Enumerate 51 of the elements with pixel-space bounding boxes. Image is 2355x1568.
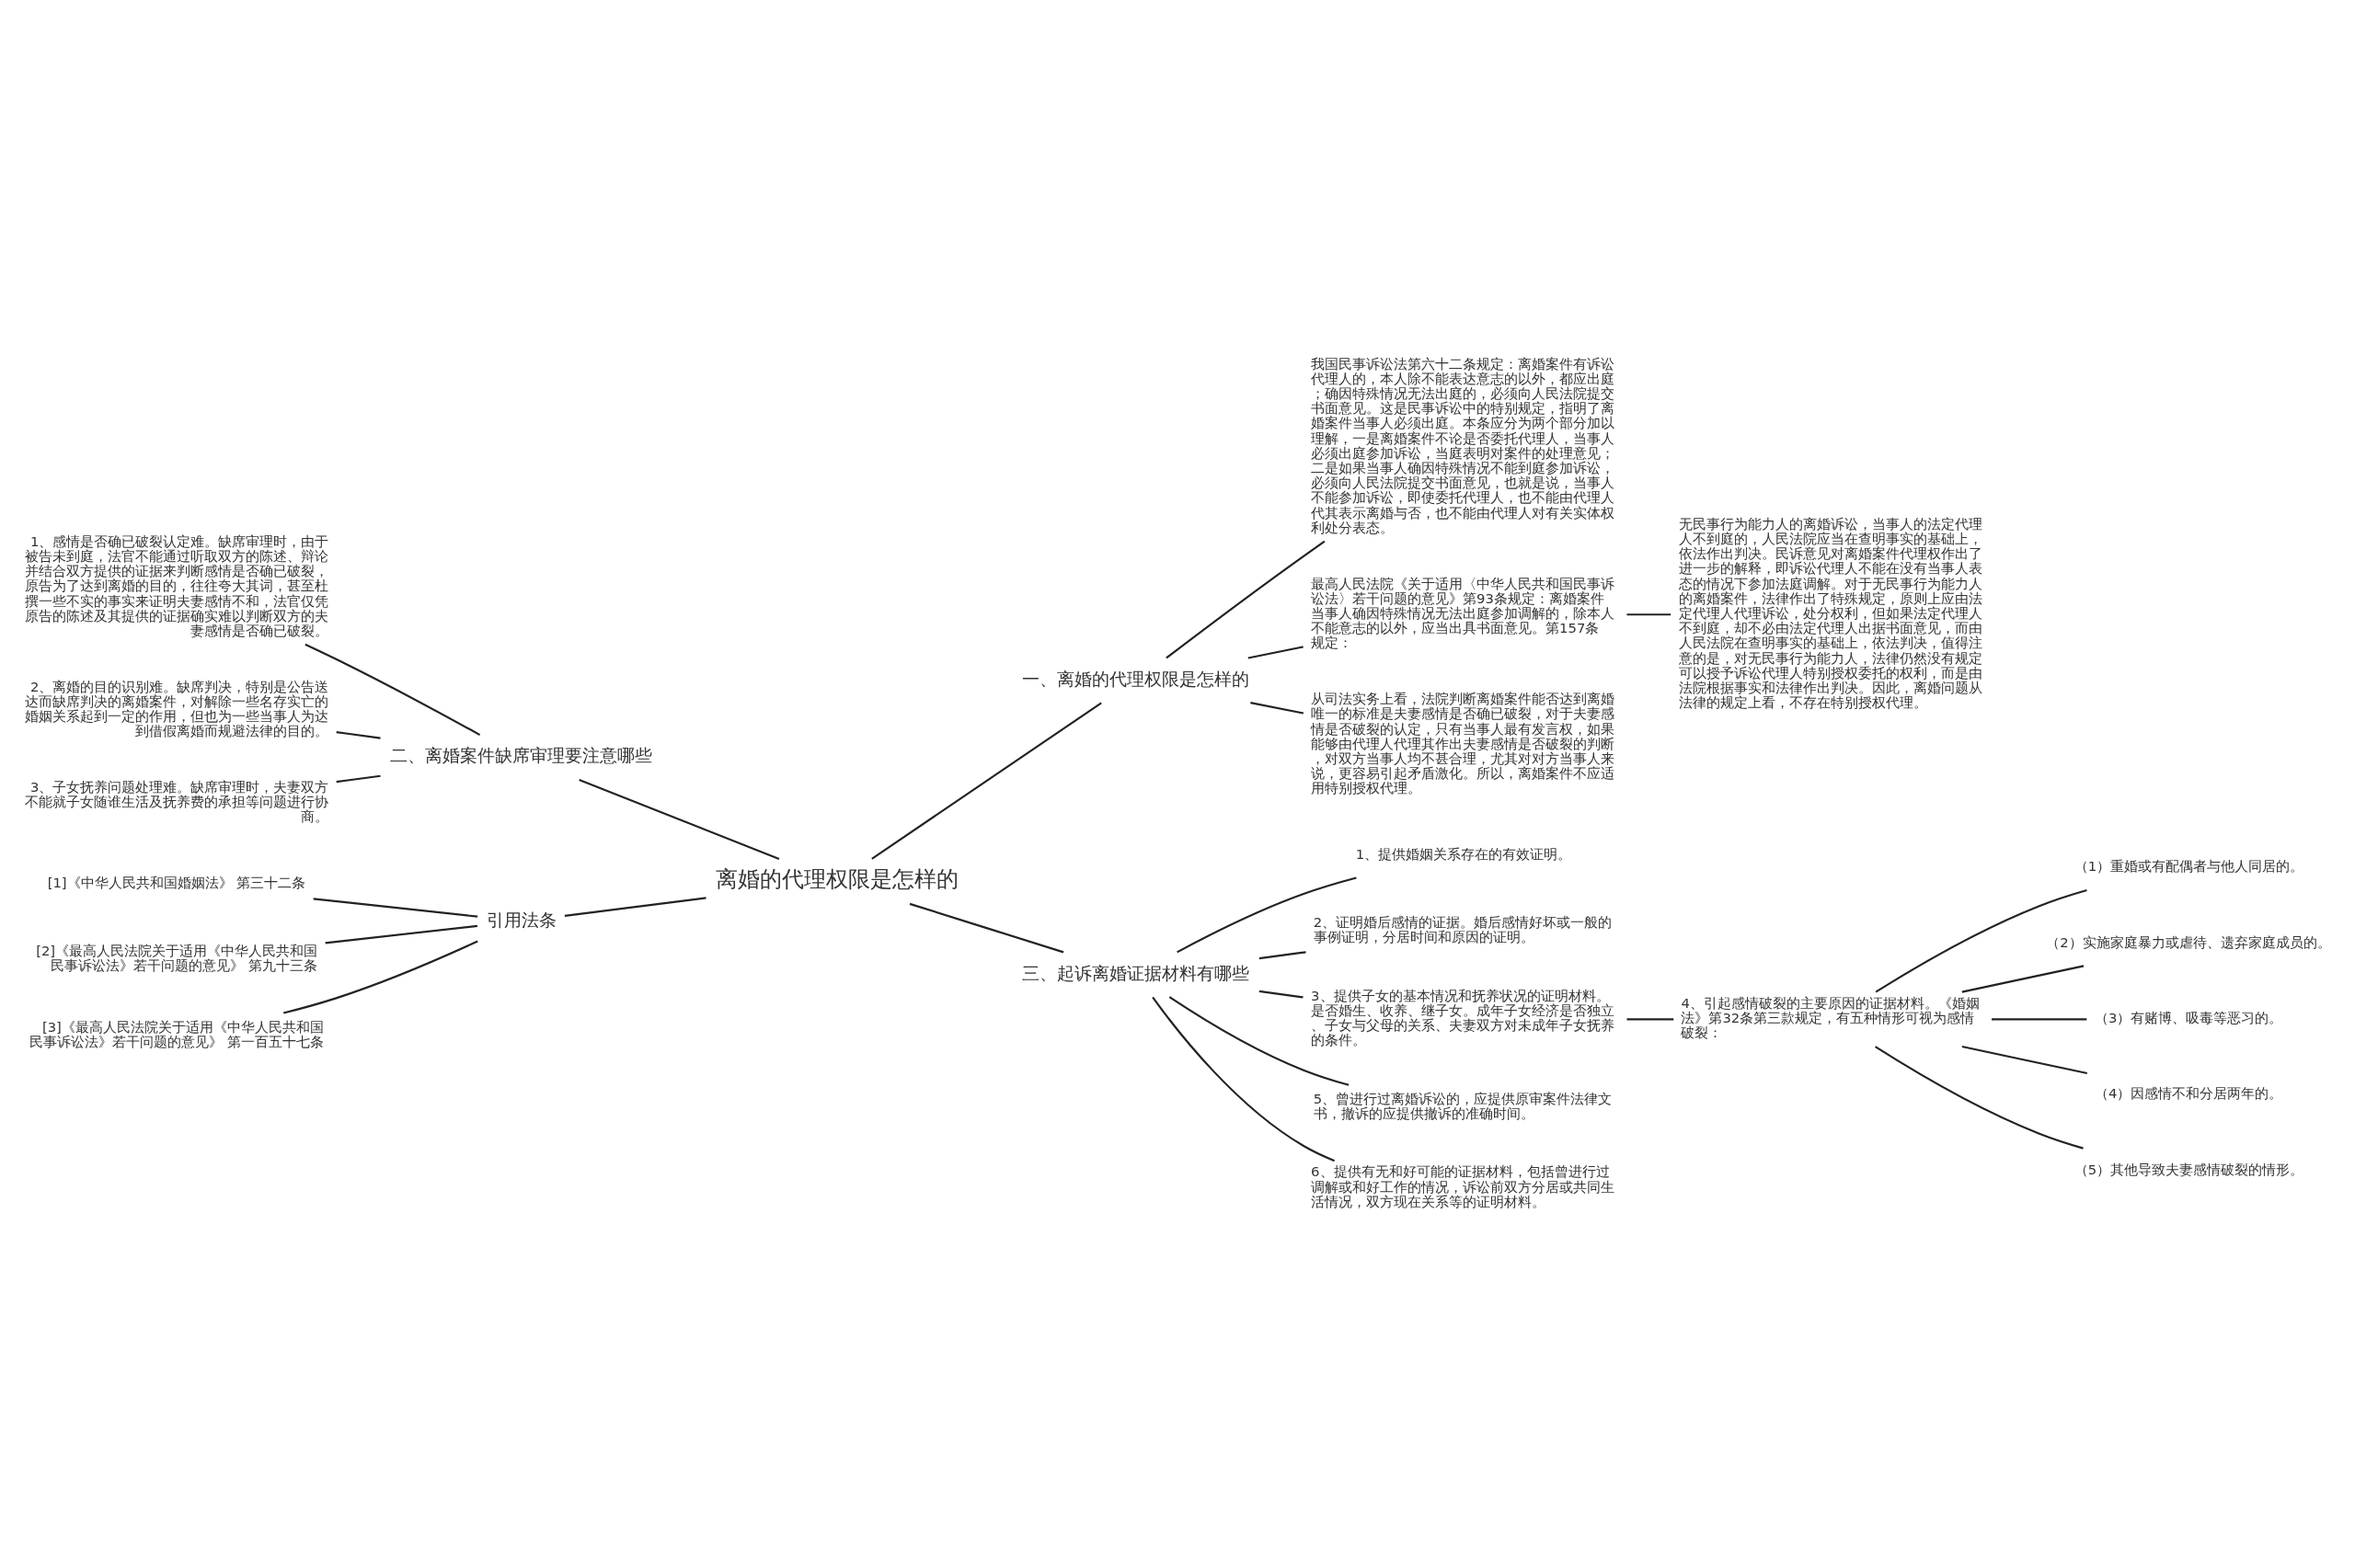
connector bbox=[579, 778, 780, 860]
node-text: （5）其他导致夫妻感情破裂的情形。 bbox=[2074, 1161, 2304, 1177]
connector bbox=[1961, 965, 2085, 993]
connector bbox=[336, 774, 381, 784]
node-text: 三、起诉离婚证据材料有哪些 bbox=[1022, 962, 1250, 983]
node-text: 2、证明婚后感情的证据。婚后感情好坏或一般的事例证明，分居时间和原因的证明。 bbox=[1313, 914, 1613, 945]
connector bbox=[1152, 996, 1335, 1162]
connector bbox=[1250, 702, 1304, 715]
node-text: 1、提供婚姻关系存在的有效证明。 bbox=[1355, 845, 1572, 862]
connector bbox=[1258, 990, 1304, 999]
connector bbox=[909, 902, 1064, 954]
node-text: 无民事行为能力人的离婚诉讼，当事人的法定代理人不到庭的，人民法院应当在查明事实的基础上，依法作出判决。民诉意见对离婚案件代理权作出了进一步的解释，即诉讼代理人不能在没有当事人表态的情况下参加法庭调解。对于无民事行为能力人的离婚案件，法律作出了特殊规定，原则上应由法定代理人代理诉讼，处分权利，但如果法定代理人不到庭，却不必由法定代理人出据书面意见，而由人民法院在查明事实的基础上，依法判决，值得注意的是，对无民事行为能力人，法律仍然没有规定可以授予诉讼代理人特别授权委托的权利，而是由法院根据事实和法律作出判决。因此，离婚问题从法律的规定上看，不存在特别授权代理。 bbox=[1678, 515, 1982, 711]
node-text: （4）因感情不和分居两年的。 bbox=[2094, 1085, 2283, 1102]
connector bbox=[1247, 646, 1304, 659]
node-text: [1]《中华人民共和国婚姻法》 第三十二条 bbox=[47, 874, 306, 890]
connector bbox=[564, 897, 706, 917]
node-text: 二、离婚案件缺席审理要注意哪些 bbox=[390, 745, 653, 766]
connector bbox=[871, 702, 1102, 860]
connector bbox=[313, 898, 478, 918]
connector bbox=[325, 924, 478, 944]
connector bbox=[1875, 888, 2087, 993]
node-text: （2）实施家庭暴力或虐待、遗弃家庭成员的。 bbox=[2046, 933, 2331, 950]
connector bbox=[1166, 540, 1326, 659]
node-text: 一、离婚的代理权限是怎样的 bbox=[1022, 668, 1250, 689]
node-text: 最高人民法院《关于适用〈中华人民共和国民事诉讼法〉若干问题的意见》第93条规定：离婚案件当事人确因特殊情况无法出庭参加调解的，除本人不能意志的以外，应当出具书面意见。第157条规定： bbox=[1311, 575, 1615, 651]
node-text: 1、感情是否确已破裂认定难。缺席审理时，由于被告未到庭，法官不能通过听取双方的陈述、辩论并结合双方提供的证据来判断感情是否确已破裂，原告为了达到离婚的目的，往往夸大其词，甚至杜撰一些不实的事实来证明夫妻感情不和，法官仅凭原告的陈述及其提供的证据确实难以判断双方的夫妻感情是否确已破裂。 bbox=[25, 532, 329, 638]
node-text: [2]《最高人民法院关于适用《中华人民共和国民事诉讼法》若干问题的意见》 第九十三条 bbox=[36, 943, 318, 974]
connector bbox=[1626, 1018, 1674, 1021]
connector bbox=[1177, 876, 1357, 954]
connector bbox=[304, 643, 481, 737]
node-text: [3]《最高人民法院关于适用《中华人民共和国民事诉讼法》若干问题的意见》 第一百五十七条 bbox=[29, 1018, 324, 1049]
connector bbox=[1992, 1018, 2087, 1021]
connector bbox=[1258, 951, 1306, 960]
connector bbox=[282, 940, 478, 1014]
connector bbox=[1875, 1046, 2084, 1150]
node-text: 6、提供有无和好可能的证据材料，包括曾进行过调解或和好工作的情况，诉讼前双方分居或共同生活情况，双方现在关系等的证明材料。 bbox=[1311, 1163, 1615, 1209]
node-text: 4、引起感情破裂的主要原因的证据材料。《婚姻法》第32条第三款规定，有五种情形可视为感情破裂： bbox=[1681, 994, 1980, 1041]
connector bbox=[1961, 1046, 2087, 1075]
node-text: 3、子女抚养问题处理难。缺席审理时，夫妻双方不能就子女随谁生活及抚养费的承担等问题进行协商。 bbox=[25, 779, 329, 825]
node-text: 3、提供子女的基本情况和抚养状况的证明材料。是否婚生、收养、继子女。成年子女经济是否独立、子女与父母的关系、夫妻双方对未成年子女抚养的条件。 bbox=[1311, 987, 1615, 1048]
connector bbox=[336, 731, 381, 739]
node-text: 5、曾进行过离婚诉讼的，应提供原审案件法律文书，撤诉的应提供撤诉的准确时间。 bbox=[1313, 1090, 1613, 1122]
connector bbox=[1626, 613, 1671, 616]
node-text: （1）重婚或有配偶者与他人同居的。 bbox=[2074, 858, 2304, 875]
connector bbox=[1168, 996, 1350, 1086]
node-text: 从司法实务上看，法院判断离婚案件能否达到离婚唯一的标准是夫妻感情是否确已破裂，对于夫妻感情是否破裂的认定，只有当事人最有发言权，如果能够由代理人代理其作出夫妻感情是否破裂的判断，对双方当事人均不甚合理，尤其对对方当事人来说，更容易引起矛盾激化。所以，离婚案件不应适用特别授权代理。 bbox=[1311, 691, 1615, 796]
node-text: 2、离婚的目的识别难。缺席判决，特别是公告送达而缺席判决的离婚案件，对解除一些名存实亡的婚姻关系起到一定的作用，但也为一些当事人为达到借假离婚而规避法律的目的。 bbox=[25, 678, 329, 739]
node-text: 引用法条 bbox=[486, 909, 557, 930]
node-text: 离婚的代理权限是怎样的 bbox=[716, 865, 959, 893]
node-text: 我国民事诉讼法第六十二条规定：离婚案件有诉讼代理人的，本人除不能表达意志的以外，都应出庭；确因特殊情况无法出庭的，必须向人民法院提交书面意见。这是民事诉讼中的特别规定，指明了离婚案件当事人必须出庭。本条应分为两个部分加以理解，一是离婚案件不论是否委托代理人，当事人必须出庭参加诉讼，当庭表明对案件的处理意见；二是如果当事人确因特殊情况不能到庭参加诉讼，必须向人民法院提交书面意见，也就是说，当事人不能参加诉讼，即使委托代理人，也不能由代理人代其表示离婚与否，也不能由代理人对有关实体权利处分表态。 bbox=[1311, 355, 1615, 535]
node-text: （3）有赌博、吸毒等恶习的。 bbox=[2094, 1010, 2283, 1026]
